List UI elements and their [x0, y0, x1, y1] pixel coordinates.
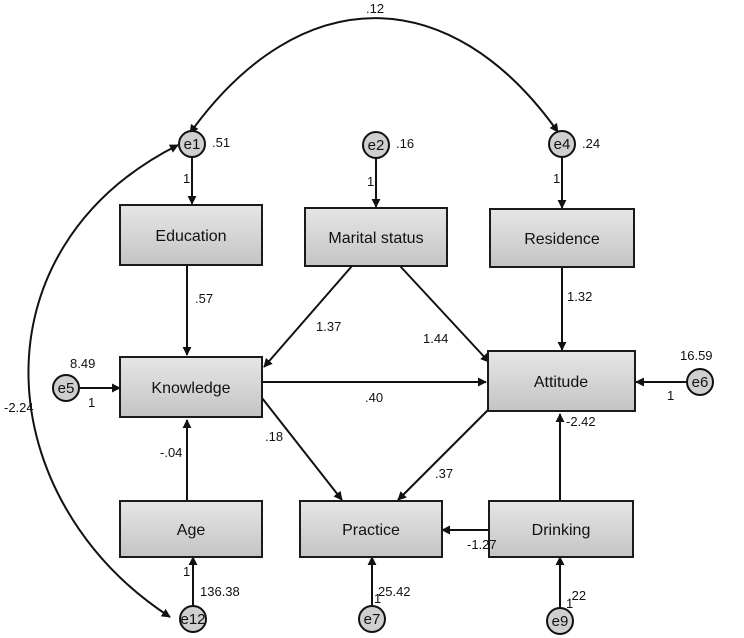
- coef-drinking-attitude: -2.42: [566, 414, 596, 429]
- covariance-arc-e1-e4: [189, 17, 559, 134]
- variance-e5: 8.49: [70, 356, 95, 371]
- variance-e6: 16.59: [680, 348, 713, 363]
- load-e5: 1: [88, 395, 95, 410]
- load-e6: 1: [667, 388, 674, 403]
- node-knowledge: Knowledge: [119, 356, 263, 418]
- node-age-label: Age: [177, 522, 206, 539]
- edge-attitude-practice: [397, 409, 489, 501]
- node-drinking: Drinking: [488, 500, 634, 558]
- load-e7: 1: [374, 591, 381, 606]
- variance-e9: .22: [568, 588, 586, 603]
- error-e12: e12: [179, 605, 207, 633]
- edge-marital-attitude: [399, 265, 490, 363]
- error-e9: e9: [546, 607, 574, 635]
- coef-attitude-practice: .37: [435, 466, 453, 481]
- node-knowledge-label: Knowledge: [151, 380, 230, 397]
- node-practice-label: Practice: [342, 522, 400, 539]
- variance-e2: .16: [396, 136, 414, 151]
- variance-e1: .51: [212, 135, 230, 150]
- node-attitude: Attitude: [487, 350, 636, 412]
- error-e2-label: e2: [368, 137, 385, 154]
- node-residence-label: Residence: [524, 231, 600, 248]
- coef-education-knowledge: .57: [195, 291, 213, 306]
- error-e1: e1: [178, 130, 206, 158]
- load-e1: 1: [183, 171, 190, 186]
- coef-marital-knowledge: 1.37: [316, 319, 341, 334]
- node-marital-status: Marital status: [304, 207, 448, 267]
- load-e4: 1: [553, 171, 560, 186]
- cov-e1-e4: .12: [366, 1, 384, 16]
- node-education: Education: [119, 204, 263, 266]
- node-marital-status-label: Marital status: [328, 230, 423, 247]
- load-e9: 1: [566, 596, 573, 611]
- load-e12: 1: [183, 564, 190, 579]
- error-e1-label: e1: [184, 136, 201, 153]
- node-drinking-label: Drinking: [532, 522, 591, 539]
- variance-e12: 136.38: [200, 584, 240, 599]
- node-education-label: Education: [155, 228, 226, 245]
- error-e6-label: e6: [692, 374, 709, 391]
- error-e6: e6: [686, 368, 714, 396]
- coef-knowledge-practice: .18: [265, 429, 283, 444]
- edge-knowledge-practice: [261, 397, 343, 501]
- edge-marital-knowledge: [263, 265, 353, 368]
- error-e2: e2: [362, 131, 390, 159]
- node-age: Age: [119, 500, 263, 558]
- coef-drinking-practice: -1.27: [467, 537, 497, 552]
- node-practice: Practice: [299, 500, 443, 558]
- error-e12-label: e12: [180, 611, 205, 628]
- node-residence: Residence: [489, 208, 635, 268]
- node-attitude-label: Attitude: [534, 374, 588, 391]
- covariance-arc-e1-e12: [27, 144, 179, 618]
- error-e7: e7: [358, 605, 386, 633]
- error-e4: e4: [548, 130, 576, 158]
- error-e4-label: e4: [554, 136, 571, 153]
- coef-residence-attitude: 1.32: [567, 289, 592, 304]
- variance-e4: .24: [582, 136, 600, 151]
- coef-knowledge-attitude: .40: [365, 390, 383, 405]
- error-e7-label: e7: [364, 611, 381, 628]
- error-e5-label: e5: [58, 380, 75, 397]
- load-e2: 1: [367, 174, 374, 189]
- coef-age-knowledge: -.04: [160, 445, 182, 460]
- cov-e1-e12: -2.24: [4, 400, 34, 415]
- variance-e7: 25.42: [378, 584, 411, 599]
- error-e5: e5: [52, 374, 80, 402]
- error-e9-label: e9: [552, 613, 569, 630]
- coef-marital-attitude: 1.44: [423, 331, 448, 346]
